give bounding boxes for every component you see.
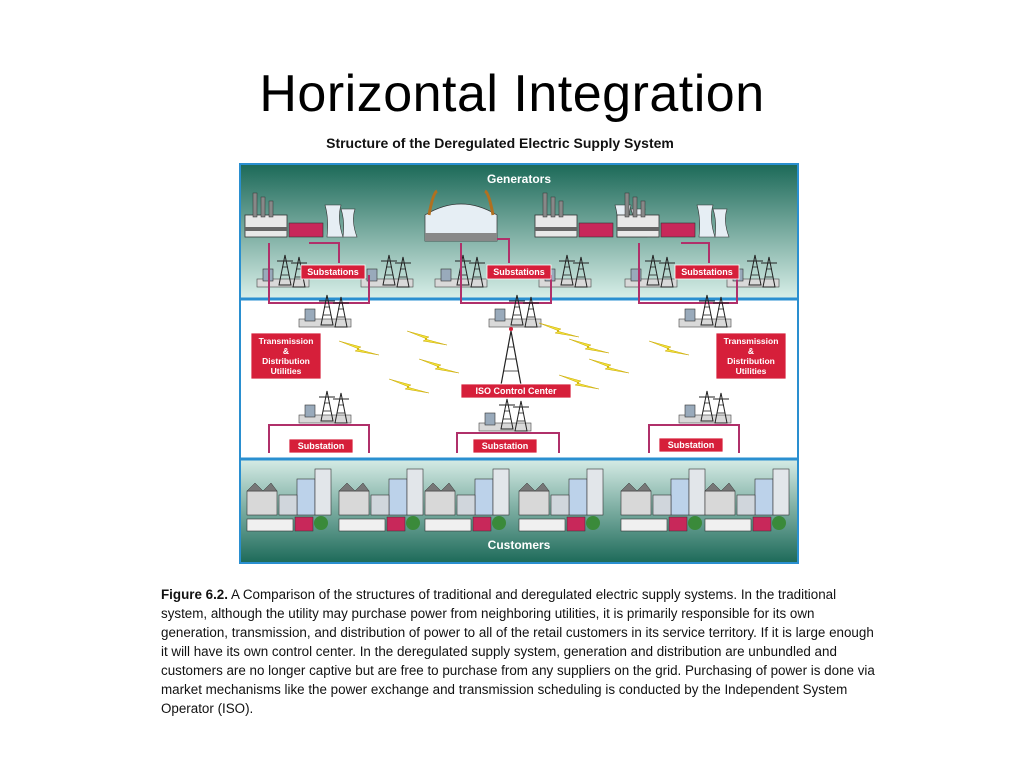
deregulated-supply-diagram: Generators Customers Substations Substat…: [239, 163, 799, 564]
substation-label: Substation: [298, 441, 345, 451]
tdu-line2: &: [283, 346, 289, 356]
substations-label: Substations: [681, 267, 733, 277]
substation-label: Substation: [668, 440, 715, 450]
customers-label: Customers: [488, 538, 551, 552]
generators-label: Generators: [487, 172, 551, 186]
substations-label: Substations: [307, 267, 359, 277]
substation-box: [288, 438, 354, 454]
figure-title: Structure of the Deregulated Electric Su…: [326, 135, 674, 151]
nuclear-dome-icon: [424, 189, 498, 242]
figure-caption: Figure 6.2. A Comparison of the structur…: [161, 585, 881, 718]
caption-label: Figure 6.2.: [161, 587, 228, 602]
tdu-line4: Utilities: [736, 366, 767, 376]
tdu-line2: &: [748, 346, 754, 356]
tdu-line3: Distribution: [262, 356, 310, 366]
tdu-box-left: [250, 332, 322, 380]
substations-box: [486, 264, 552, 280]
substation-box: [658, 437, 724, 453]
tdu-line4: Utilities: [271, 366, 302, 376]
tdu-line1: Transmission: [259, 336, 314, 346]
caption-text: A Comparison of the structures of tradit…: [161, 587, 875, 716]
substation-box: [472, 438, 538, 454]
slide-title: Horizontal Integration: [259, 65, 765, 123]
iso-label: ISO Control Center: [475, 386, 557, 396]
tdu-line1: Transmission: [724, 336, 779, 346]
tdu-line3: Distribution: [727, 356, 775, 366]
iso-box: [460, 383, 572, 399]
tdu-box-right: [715, 332, 787, 380]
substation-label: Substation: [482, 441, 529, 451]
substations-label: Substations: [493, 267, 545, 277]
substations-box: [300, 264, 366, 280]
substations-box: [674, 264, 740, 280]
